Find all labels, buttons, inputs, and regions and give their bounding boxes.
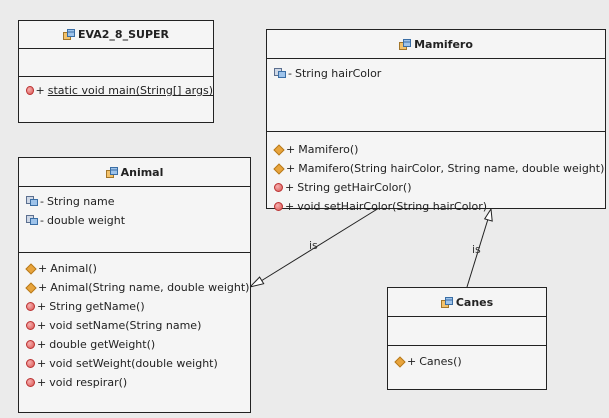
- class-name: Animal: [120, 165, 164, 179]
- class-box-mamifero[interactable]: Mamifero - String hairColor + Mamifero()…: [266, 29, 606, 213]
- operation-signature: double getWeight(): [49, 338, 156, 351]
- class-name: EVA2_8_SUPER: [77, 28, 169, 41]
- visibility-marker: +: [38, 262, 48, 275]
- attribute-weight[interactable]: - double weight: [26, 211, 250, 230]
- operation-signature: Mamifero(): [298, 143, 359, 156]
- class-header: Animal: [19, 158, 250, 187]
- operation-set-name[interactable]: + void setName(String name): [26, 316, 250, 335]
- edge-canes-to-mamifero[interactable]: is: [466, 207, 493, 288]
- attributes-section: [19, 49, 213, 77]
- edge-label: is: [309, 239, 318, 252]
- operation-signature: Animal(String name, double weight): [50, 281, 250, 294]
- class-name: Mamifero: [414, 37, 473, 51]
- class-icon: [62, 29, 75, 40]
- class-header: EVA2_8_SUPER: [19, 21, 213, 49]
- private-field-icon: [26, 215, 38, 226]
- constructor-icon: [25, 281, 37, 294]
- visibility-marker: -: [40, 195, 44, 208]
- constructor-icon: [394, 355, 406, 368]
- operation-signature: void setWeight(double weight): [49, 357, 218, 370]
- operation-ctor-default[interactable]: + Animal(): [25, 259, 250, 278]
- edge-mamifero-to-animal[interactable]: is: [248, 207, 380, 288]
- attribute-name[interactable]: - String name: [26, 192, 250, 211]
- class-header: Mamifero: [267, 30, 605, 59]
- operation-ctor-full[interactable]: + Animal(String name, double weight): [25, 278, 250, 297]
- operation-get-weight[interactable]: + double getWeight(): [26, 335, 250, 354]
- visibility-marker: -: [288, 67, 292, 80]
- operation-signature: Mamifero(String hairColor, String name, …: [298, 162, 605, 175]
- attributes-section: [388, 317, 546, 346]
- class-icon: [440, 296, 453, 308]
- operation-signature: String getName(): [49, 300, 145, 313]
- public-method-icon: [26, 359, 35, 368]
- operations-section: + Animal() + Animal(String name, double …: [19, 253, 250, 392]
- class-name: Canes: [455, 295, 494, 309]
- visibility-marker: +: [286, 143, 296, 156]
- visibility-marker: +: [35, 84, 45, 97]
- operation-signature: void setName(String name): [49, 319, 202, 332]
- operation-ctor-default[interactable]: + Mamifero(): [273, 140, 605, 159]
- constructor-icon: [25, 262, 37, 275]
- class-icon: [105, 166, 118, 178]
- visibility-marker: +: [38, 281, 48, 294]
- operation-ctor-full[interactable]: + Mamifero(String hairColor, String name…: [273, 159, 605, 178]
- public-method-icon: [26, 321, 35, 330]
- private-field-icon: [274, 68, 286, 79]
- attribute-text: String name: [46, 195, 115, 208]
- public-method-icon: [26, 86, 34, 95]
- visibility-marker: +: [37, 300, 47, 313]
- operation-respirar[interactable]: + void respirar(): [26, 373, 250, 392]
- class-box-animal[interactable]: Animal - String name - double weight +: [18, 157, 251, 413]
- visibility-marker: +: [37, 376, 47, 389]
- inheritance-arrowhead: [248, 276, 265, 288]
- private-field-icon: [26, 196, 38, 207]
- class-icon: [399, 38, 412, 50]
- operation-signature: void respirar(): [49, 376, 128, 389]
- public-method-icon: [26, 302, 35, 311]
- class-box-canes[interactable]: Canes + Canes(): [387, 287, 547, 390]
- constructor-icon: [273, 143, 285, 156]
- visibility-marker: +: [286, 162, 296, 175]
- public-method-icon: [274, 183, 283, 192]
- visibility-marker: +: [37, 319, 47, 332]
- operation-signature: String getHairColor(): [297, 181, 412, 194]
- operations-section: + Canes(): [388, 346, 546, 371]
- attribute-text: String hairColor: [294, 67, 382, 80]
- visibility-marker: -: [40, 214, 44, 227]
- operation-main[interactable]: + static void main(String[] args): [26, 81, 213, 100]
- operations-section: + Mamifero() + Mamifero(String hairColor…: [267, 132, 605, 216]
- constructor-icon: [273, 162, 285, 175]
- operation-signature: Canes(): [419, 355, 462, 368]
- operation-signature: static void main(String[] args): [47, 84, 213, 97]
- visibility-marker: +: [37, 357, 47, 370]
- class-header: Canes: [388, 288, 546, 317]
- attributes-section: - String hairColor: [267, 59, 605, 132]
- operation-signature: void setHairColor(String hairColor): [297, 200, 488, 213]
- operations-section: + static void main(String[] args): [19, 77, 213, 100]
- public-method-icon: [26, 340, 35, 349]
- visibility-marker: +: [37, 338, 47, 351]
- attribute-hair-color[interactable]: - String hairColor: [274, 64, 605, 83]
- public-method-icon: [26, 378, 35, 387]
- attribute-text: double weight: [46, 214, 126, 227]
- visibility-marker: +: [407, 355, 417, 368]
- class-box-eva2-8-super[interactable]: EVA2_8_SUPER + static void main(String[]…: [18, 20, 214, 123]
- visibility-marker: +: [285, 181, 295, 194]
- public-method-icon: [274, 202, 283, 211]
- operation-signature: Animal(): [50, 262, 97, 275]
- operation-set-weight[interactable]: + void setWeight(double weight): [26, 354, 250, 373]
- operation-get-hair-color[interactable]: + String getHairColor(): [274, 178, 605, 197]
- operation-ctor-default[interactable]: + Canes(): [394, 352, 546, 371]
- operation-get-name[interactable]: + String getName(): [26, 297, 250, 316]
- attributes-section: - String name - double weight: [19, 187, 250, 253]
- edge-label: is: [472, 243, 481, 256]
- visibility-marker: +: [285, 200, 295, 213]
- operation-set-hair-color[interactable]: + void setHairColor(String hairColor): [274, 197, 605, 216]
